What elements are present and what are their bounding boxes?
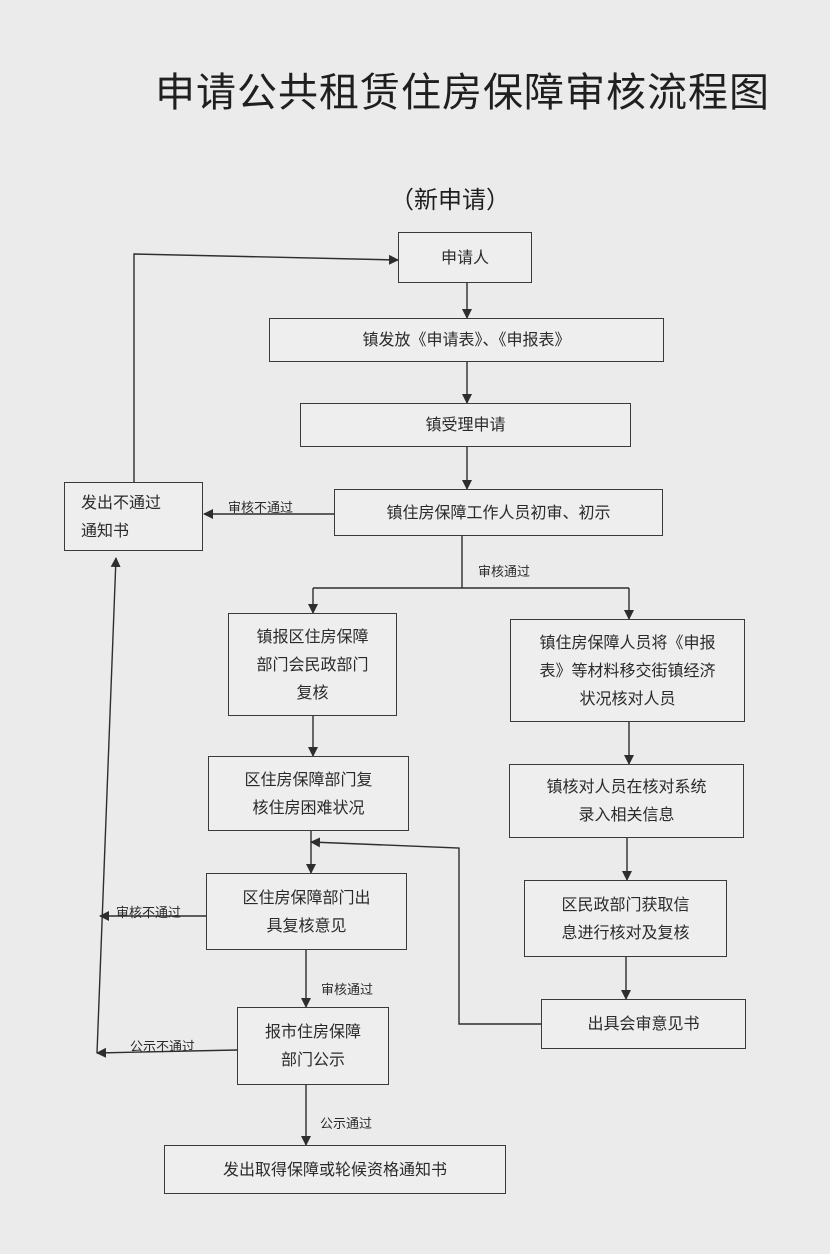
- label-pass-opinion: 审核通过: [321, 983, 374, 998]
- page-subtitle: （新申请）: [390, 186, 510, 214]
- box-reject-notice: 发出不通过 通知书: [64, 482, 203, 551]
- box-district-recheck: 区住房保障部门复 核住房困难状况: [208, 756, 409, 831]
- arrow-publicity-fail: [96, 1047, 238, 1058]
- label-fail-opinion: 审核不通过: [116, 906, 182, 921]
- page-title: 申请公共租赁住房保障审核流程图: [155, 70, 770, 116]
- box-enter-info: 镇核对人员在核对系统 录入相关信息: [509, 764, 744, 838]
- box-initial-review: 镇住房保障工作人员初审、初示: [334, 489, 663, 536]
- arrow-joint-to-left: [310, 837, 541, 1025]
- label-fail-publicity: 公示不通过: [130, 1040, 196, 1055]
- label-pass-initial: 审核通过: [478, 565, 531, 580]
- box-city-publicity: 报市住房保障 部门公示: [237, 1007, 389, 1085]
- label-fail-initial: 审核不通过: [228, 501, 294, 516]
- arrow-return-to-reject: [96, 557, 121, 1054]
- box-final-notice: 发出取得保障或轮候资格通知书: [164, 1145, 506, 1194]
- box-district-report: 镇报区住房保障 部门会民政部门 复核: [228, 613, 397, 716]
- box-applicant: 申请人: [398, 232, 532, 283]
- box-distribute: 镇发放《申请表》、《申报表》: [269, 318, 664, 362]
- label-pass-publicity: 公示通过: [320, 1117, 373, 1132]
- box-accept: 镇受理申请: [300, 403, 631, 447]
- box-joint-opinion: 出具会审意见书: [541, 999, 746, 1049]
- box-transfer-materials: 镇住房保障人员将《申报 表》等材料移交街镇经济 状况核对人员: [510, 619, 745, 722]
- arrow-loop-to-applicant: [133, 253, 399, 482]
- box-civil-verify: 区民政部门获取信 息进行核对及复核: [524, 880, 727, 957]
- box-issue-opinion: 区住房保障部门出 具复核意见: [206, 873, 407, 950]
